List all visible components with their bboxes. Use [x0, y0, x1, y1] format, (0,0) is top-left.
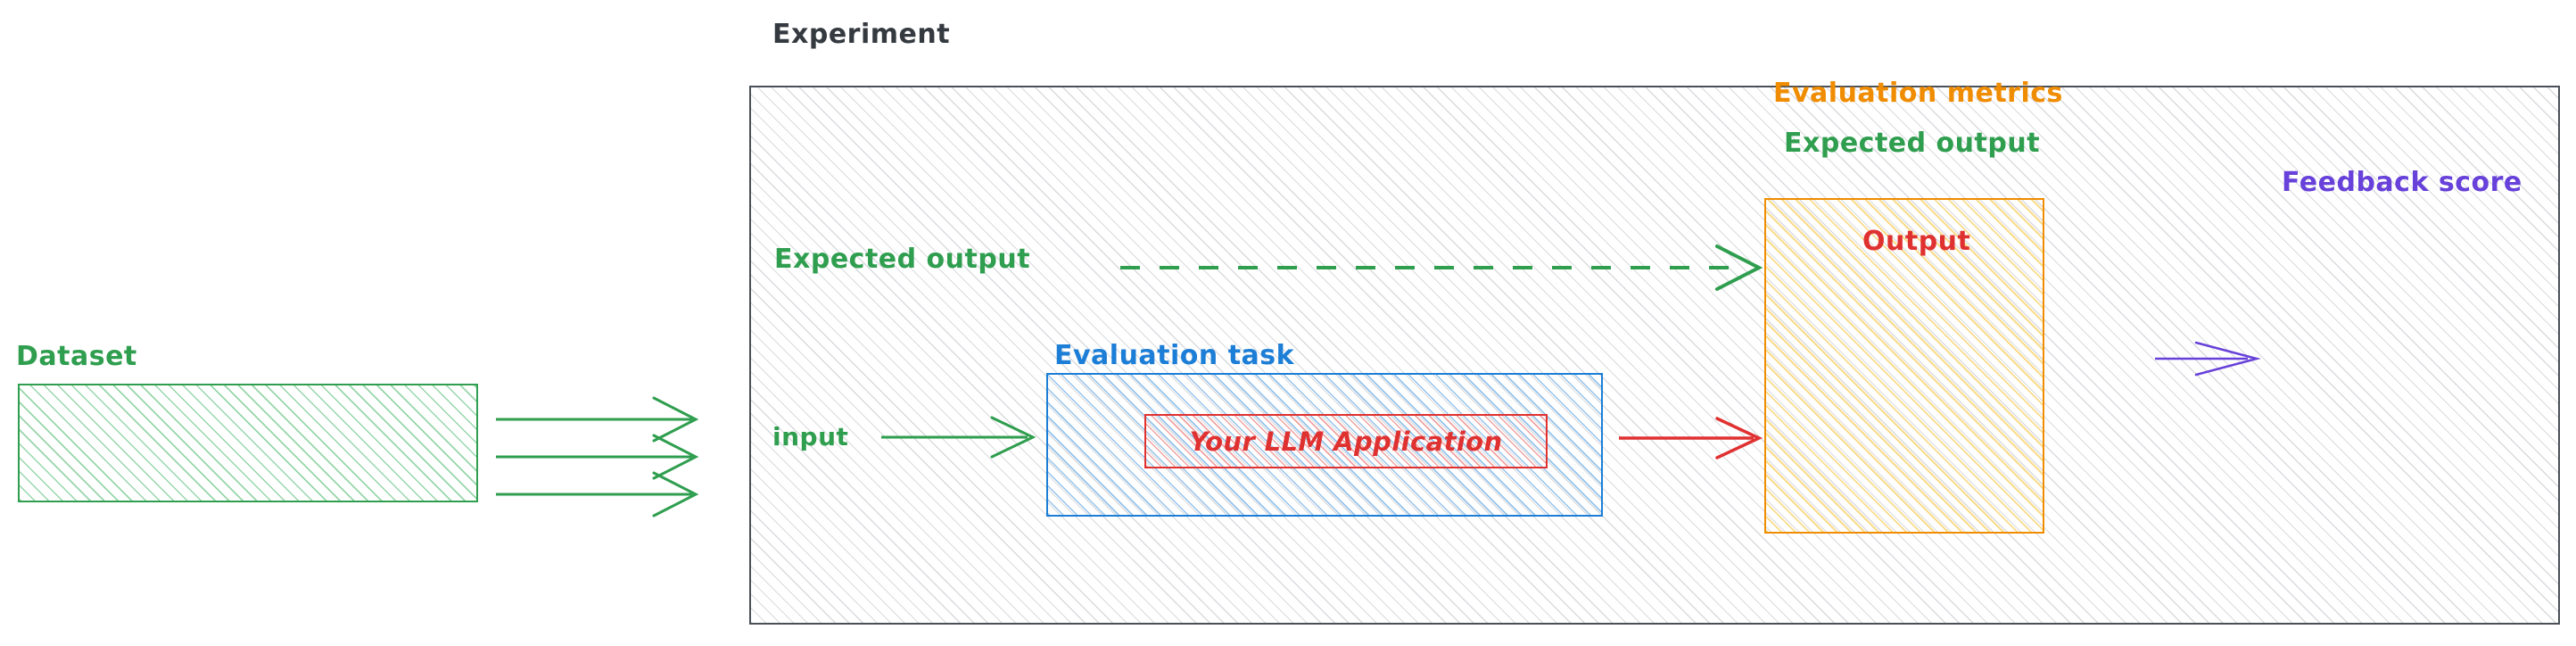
llm-application-label: Your LLM Application	[1189, 426, 1503, 457]
experiment-title: Experiment	[772, 19, 951, 50]
dataset-arrow-1	[496, 396, 699, 443]
metrics-output-label: Output	[1862, 226, 1971, 257]
evaluation-task-title: Evaluation task	[1054, 340, 1295, 371]
metrics-expected-output-label: Expected output	[1784, 128, 2041, 159]
feedback-score-label: Feedback score	[2282, 167, 2522, 198]
expected-output-flow-label: Expected output	[774, 244, 1031, 275]
dataset-box	[18, 384, 478, 502]
dataset-arrow-3	[496, 471, 699, 518]
llm-application-box: Your LLM Application	[1144, 414, 1548, 468]
evaluation-metrics-title: Evaluation metrics	[1773, 78, 2063, 109]
dataset-title: Dataset	[16, 341, 137, 372]
evaluation-metrics-box	[1764, 198, 2044, 534]
input-flow-label: input	[772, 422, 849, 451]
dataset-arrow-2	[496, 434, 699, 480]
